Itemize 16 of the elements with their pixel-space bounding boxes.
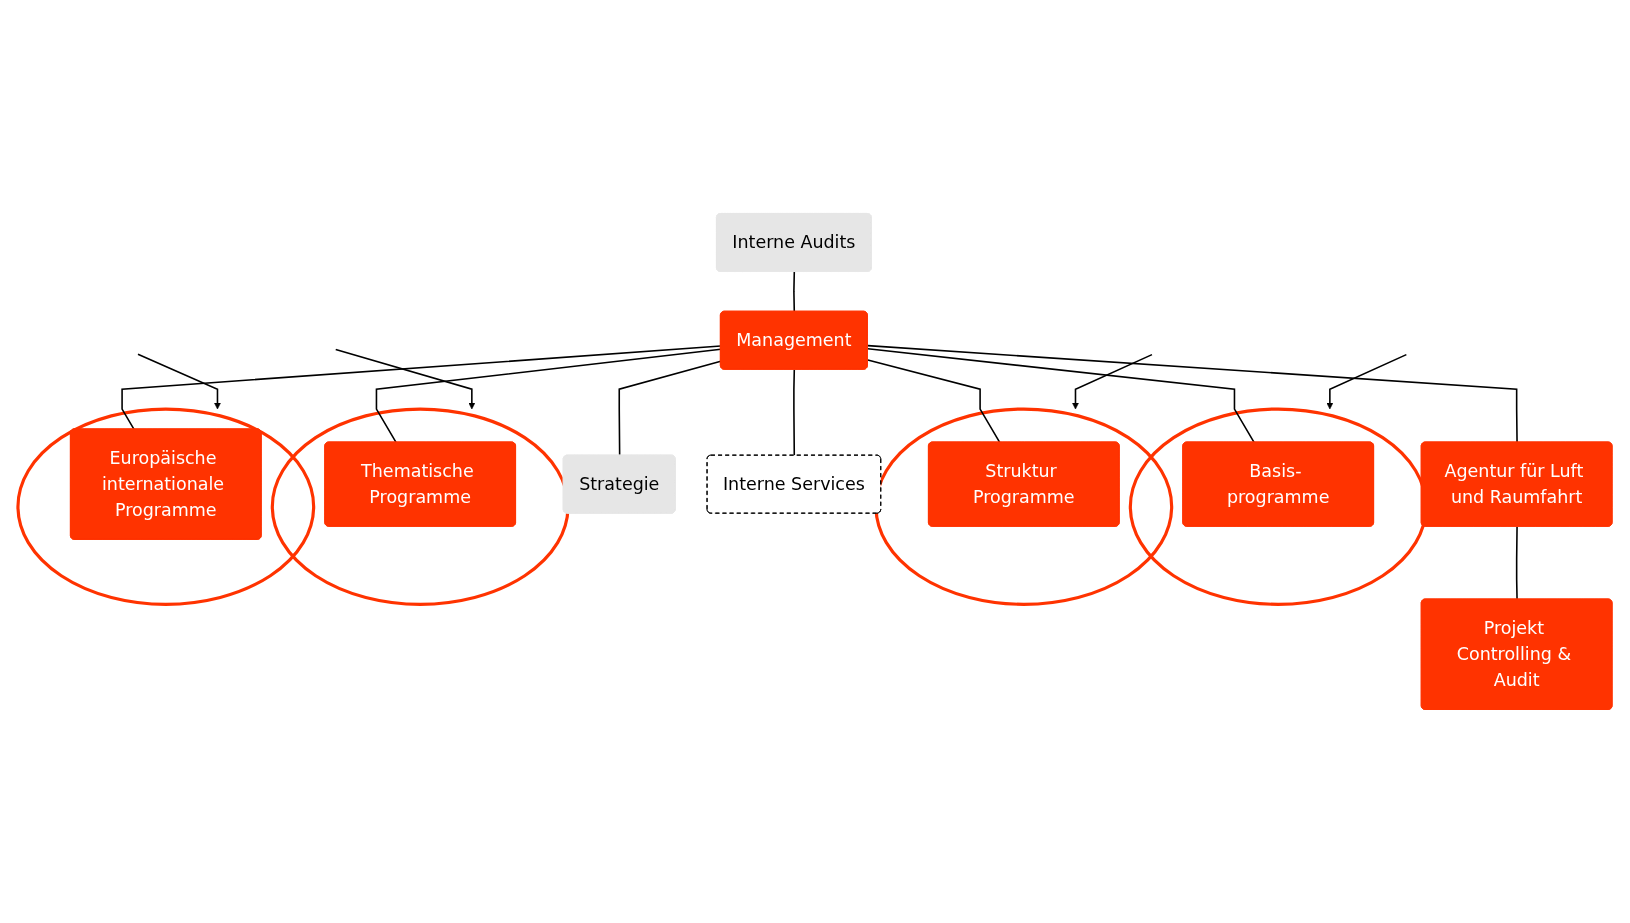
connector-line	[793, 271, 796, 313]
connector-line	[793, 368, 796, 457]
connector-line	[1515, 525, 1518, 601]
connector-line	[867, 344, 1518, 444]
ellipse-outline	[874, 407, 1174, 606]
connector-line	[618, 360, 722, 457]
connector-line	[867, 348, 1255, 444]
connector-line	[1326, 353, 1408, 410]
ellipse-outline	[16, 407, 316, 606]
connector-line	[137, 353, 221, 410]
ellipse-outline	[270, 407, 570, 606]
connector-line	[334, 348, 476, 410]
org-chart-drawing: Interne Audits Management Strategie Interne Services Agentur für Luft und Raumfahrt Basis- programme Struktur Programme Thematische Programme Europäische internationale Programme Projekt Controlling & Audit	[10, 9, 1620, 914]
connector-line	[1072, 353, 1153, 410]
connector-line	[867, 359, 1001, 444]
connector-line	[375, 348, 722, 444]
